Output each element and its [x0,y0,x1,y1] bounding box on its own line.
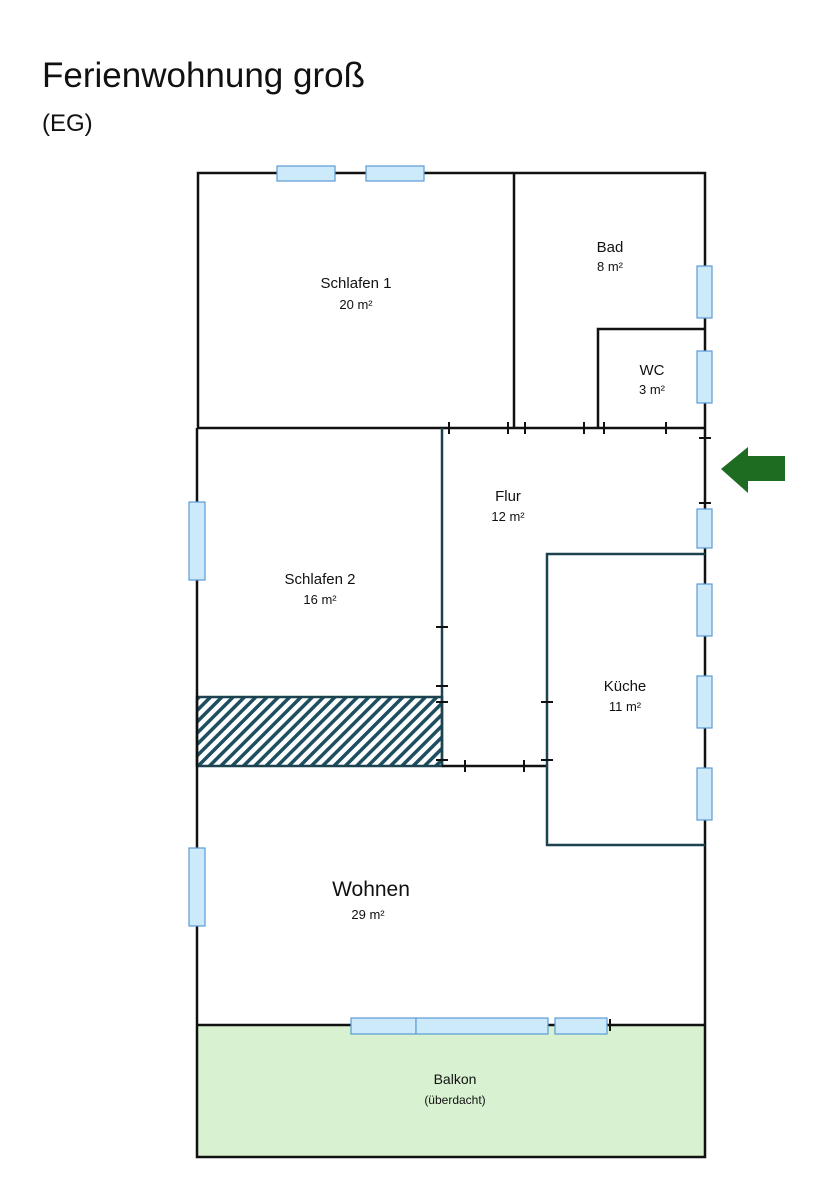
room-area: 8 m² [597,259,624,274]
room-name: Schlafen 2 [285,571,356,588]
room-schlafen-1: Schlafen 1 20 m² [321,275,392,312]
room-name: Balkon [434,1071,477,1087]
room-kueche: Küche 11 m² [604,678,647,714]
room-name: WC [640,362,665,379]
room-schlafen-2: Schlafen 2 16 m² [285,571,356,607]
room-name: Flur [495,488,521,505]
room-name: Küche [604,678,647,695]
walls [195,171,707,1159]
room-flur: Flur 12 m² [491,488,525,524]
room-name: Wohnen [332,878,410,901]
room-area: 3 m² [639,382,666,397]
arrow-left-icon [721,447,785,493]
room-wohnen: Wohnen 29 m² [332,878,410,922]
room-balkon: Balkon (überdacht) [424,1071,485,1107]
room-name: Schlafen 1 [321,275,392,292]
balcony-area [197,1025,705,1157]
room-area: 29 m² [351,907,385,922]
room-area: 12 m² [491,509,525,524]
room-bad: Bad 8 m² [597,239,624,274]
room-wc: WC 3 m² [639,362,666,397]
hatched-area [195,695,444,768]
room-note: (überdacht) [424,1093,485,1107]
windows [188,165,713,1035]
room-area: 16 m² [303,592,337,607]
room-name: Bad [597,239,624,256]
room-area: 20 m² [339,297,373,312]
page-subtitle: (EG) [42,110,93,137]
page-title: Ferienwohnung groß [42,56,365,95]
room-area: 11 m² [609,699,642,714]
door-marks [436,422,711,1031]
